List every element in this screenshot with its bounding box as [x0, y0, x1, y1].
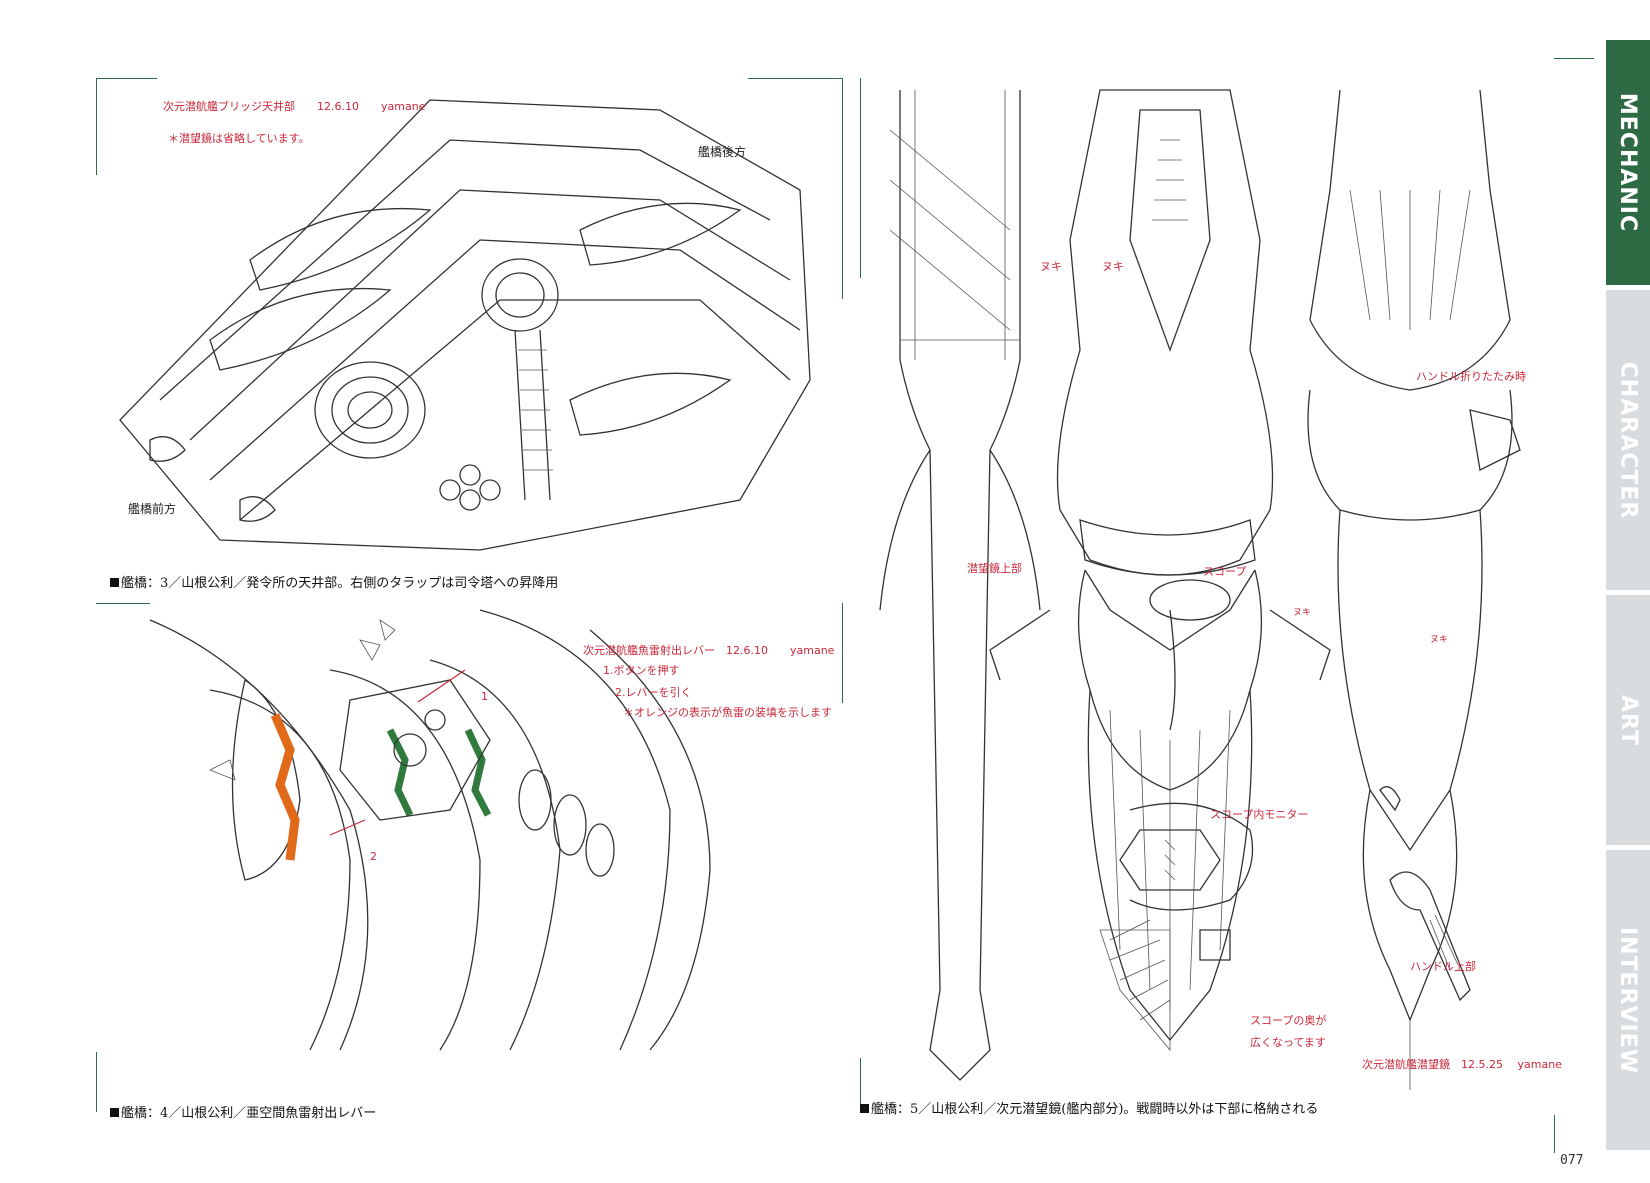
frame-bottom-left — [96, 1052, 98, 1112]
bridge-ceiling-drawing — [119, 99, 811, 551]
periscope-drawing — [879, 89, 1521, 1090]
torpedo-step-2: 2.レバーを引く — [615, 686, 692, 699]
sidebar-tab-art[interactable]: ART — [1606, 595, 1650, 845]
torpedo-step-1: 1.ボタンを押す — [603, 664, 680, 677]
label-bridge-front: 艦橋前方 — [128, 502, 177, 516]
torpedo-lever-drawing — [149, 609, 711, 1051]
frame-right-bottom — [1554, 1115, 1556, 1153]
frame-top-mid — [748, 78, 843, 299]
label-bridge-rear: 艦橋後方 — [698, 145, 747, 159]
caption-marker — [110, 578, 119, 587]
label-handle-folded: ハンドル折りたたみ時 — [1416, 370, 1526, 383]
periscope-note-title: 次元潜航艦潜望鏡 12.5.25 yamane — [1362, 1058, 1562, 1071]
torpedo-marker-1: 1 — [481, 690, 488, 703]
sidebar-tab-character[interactable]: CHARACTER — [1606, 290, 1650, 590]
nuki-left: ヌキ — [1040, 260, 1062, 273]
torpedo-marker-2: 2 — [370, 850, 377, 863]
label-periscope-top: 潜望鏡上部 — [967, 562, 1022, 575]
bridge-note-sub: ＊潜望鏡は省略しています。 — [168, 132, 310, 145]
label-scope-monitor: スコープ内モニター — [1210, 808, 1309, 821]
label-scope-back-1: スコープの奥が — [1250, 1014, 1327, 1027]
sidebar-tab-mechanic[interactable]: MECHANIC — [1606, 40, 1650, 285]
caption-bridge-5: 艦橋：5／山根公利／次元潜望鏡(艦内部分)。戦闘時以外は下部に格納される — [860, 1098, 1318, 1117]
caption-bridge-4-text: 艦橋：4／山根公利／亜空間魚雷射出レバー — [121, 1106, 377, 1121]
caption-bridge-5-text: 艦橋：5／山根公利／次元潜望鏡(艦内部分)。戦闘時以外は下部に格納される — [871, 1102, 1319, 1117]
caption-bridge-3-text: 艦橋：3／山根公利／発令所の天井部。右側のタラップは司令塔への昇降用 — [121, 576, 559, 591]
frame-right-edge — [1554, 58, 1594, 60]
torpedo-note-title: 次元潜航艦魚雷射出レバー 12.6.10 yamane — [583, 644, 835, 657]
frame-mid-left — [96, 603, 150, 605]
frame-top-left — [96, 78, 157, 175]
nuki-small-right: ヌキ — [1430, 635, 1449, 645]
caption-bridge-4: 艦橋：4／山根公利／亜空間魚雷射出レバー — [110, 1102, 376, 1121]
caption-bridge-3: 艦橋：3／山根公利／発令所の天井部。右側のタラップは司令塔への昇降用 — [110, 572, 558, 591]
bridge-note-title: 次元潜航艦ブリッジ天井部 12.6.10 yamane — [163, 100, 426, 113]
frame-bottom-right — [860, 1058, 862, 1108]
label-scope-back-2: 広くなってます — [1250, 1036, 1326, 1049]
label-handle-top: ハンドル上部 — [1410, 960, 1476, 973]
caption-marker — [860, 1104, 869, 1113]
frame-mid-right — [842, 603, 844, 703]
nuki-small-left: ヌキ — [1293, 608, 1312, 618]
label-scope: スコープ — [1203, 565, 1247, 578]
caption-marker — [110, 1108, 119, 1117]
frame-right-top — [860, 78, 862, 278]
torpedo-note-orange: ＊オレンジの表示が魚雷の装填を示します — [623, 706, 832, 719]
section-sidebar: MECHANIC CHARACTER ART INTERVIEW — [1606, 40, 1650, 1150]
sidebar-tab-interview[interactable]: INTERVIEW — [1606, 850, 1650, 1150]
page-number: 077 — [1560, 1153, 1584, 1168]
nuki-right: ヌキ — [1102, 260, 1124, 273]
